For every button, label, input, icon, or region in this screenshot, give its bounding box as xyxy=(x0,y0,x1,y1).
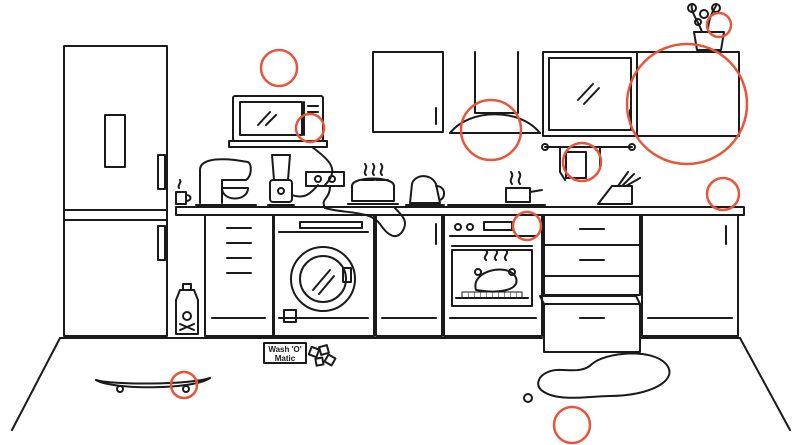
detergent-pods xyxy=(307,344,337,367)
detergent-label-line2: Matic xyxy=(275,354,296,363)
tangled-power-cord xyxy=(322,185,406,238)
toaster xyxy=(347,163,399,205)
hazard-marker-cooker-hood[interactable] xyxy=(459,98,523,162)
countertop xyxy=(175,206,745,216)
hazard-marker-above-microwave[interactable] xyxy=(259,48,299,88)
bleach-bottle xyxy=(175,283,199,335)
washing-machine xyxy=(273,214,375,337)
refrigerator xyxy=(63,45,168,337)
microwave xyxy=(228,95,334,186)
detergent-label-line1: Wash 'O' xyxy=(268,345,301,354)
wall-cabinet-left xyxy=(372,51,444,133)
cabinet-middle xyxy=(375,214,443,337)
skateboard xyxy=(95,377,211,393)
wall-cabinet-right xyxy=(542,51,740,137)
oven xyxy=(443,214,543,337)
wall-socket xyxy=(305,171,345,187)
stand-mixer xyxy=(195,158,257,206)
hazard-marker-microwave-cord[interactable] xyxy=(294,112,326,144)
hazard-marker-counter-edge[interactable] xyxy=(705,176,741,212)
blender xyxy=(267,154,319,206)
floor-spill xyxy=(523,352,671,403)
hazard-marker-spill[interactable] xyxy=(552,405,592,445)
hazard-marker-oven-knob[interactable] xyxy=(511,210,543,242)
floor-lines xyxy=(11,337,791,431)
coffee-cup xyxy=(175,179,192,205)
drawer-unit-right xyxy=(539,214,641,353)
cabinet-right xyxy=(641,214,739,337)
detergent-box xyxy=(263,342,307,364)
saucepan xyxy=(447,171,546,206)
kettle xyxy=(405,175,446,206)
hazard-markers xyxy=(169,11,749,445)
detergent-box-label: Wash 'O' Matic xyxy=(268,345,301,363)
cooker-hood xyxy=(449,51,541,134)
hazard-marker-wall-socket[interactable] xyxy=(561,141,603,183)
hazard-marker-wall-cabinet[interactable] xyxy=(625,42,749,166)
knife-block xyxy=(597,171,641,205)
hazard-marker-plant-pot[interactable] xyxy=(705,11,733,39)
utensil-rail xyxy=(541,143,636,181)
drawer-unit-left xyxy=(204,214,274,337)
hazard-marker-skateboard[interactable] xyxy=(169,370,199,400)
